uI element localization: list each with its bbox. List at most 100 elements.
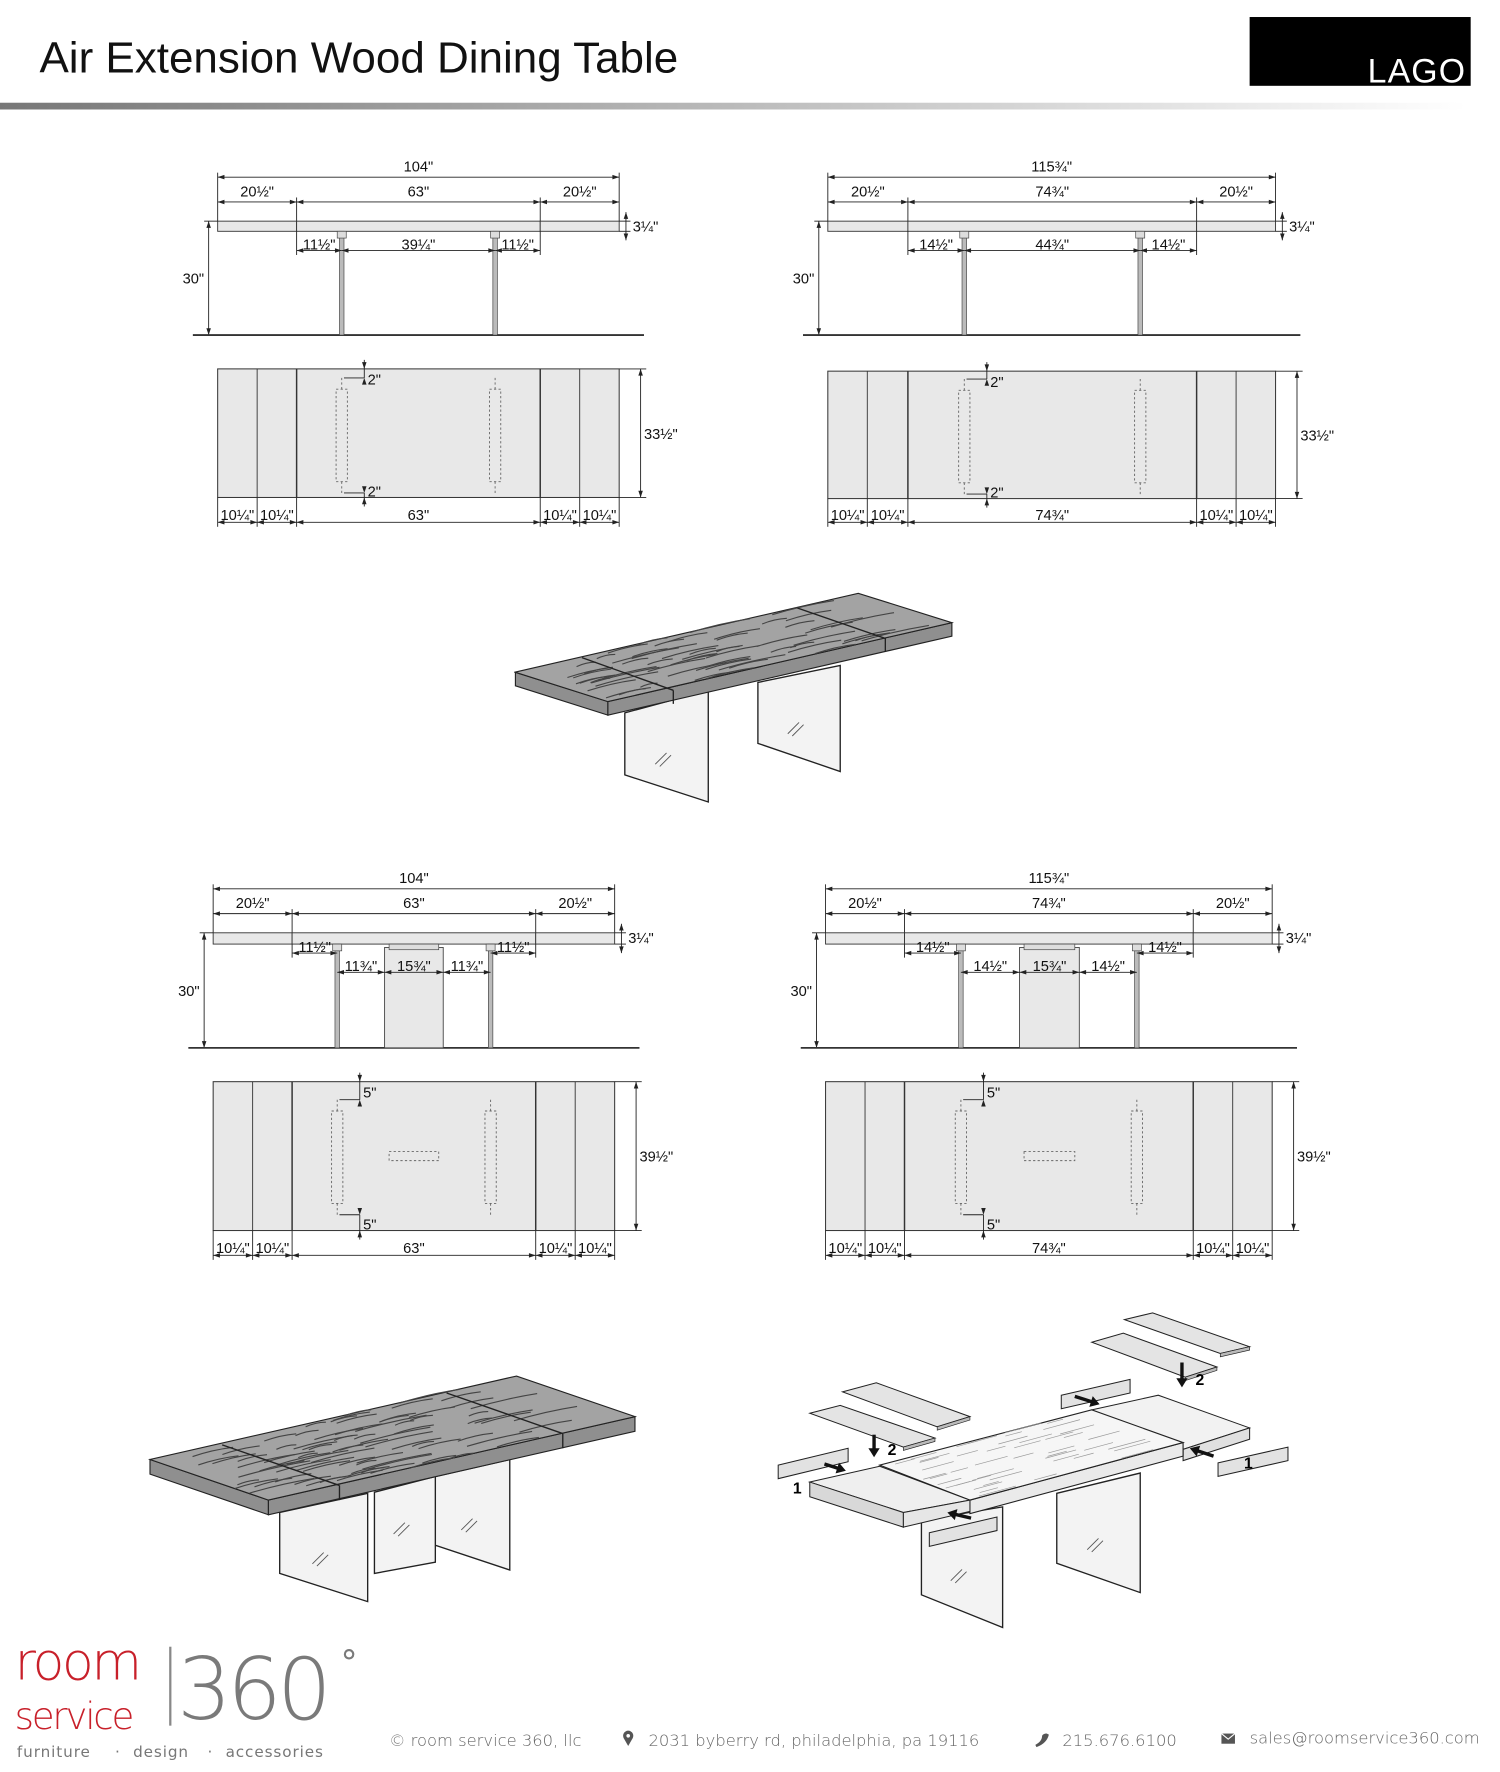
arrowhead [623, 233, 629, 241]
dimension-label: 74¾" [1032, 1241, 1066, 1257]
glass-leg [1134, 943, 1140, 1049]
dimension-label: 39¼" [402, 237, 436, 253]
arrowhead [245, 1253, 253, 1258]
arrowhead [252, 1253, 260, 1258]
wood-grain [295, 1429, 319, 1437]
assembly-arrow-head [1189, 1445, 1201, 1457]
wood-grain [1047, 1418, 1064, 1424]
wood-grain [596, 653, 616, 660]
arrowhead [213, 1253, 220, 1258]
wood-grain [922, 1461, 954, 1471]
tagline-design: design [133, 1743, 189, 1761]
glass-reflection [312, 1552, 325, 1565]
wood-grain [298, 1452, 318, 1459]
wood-grain [647, 658, 673, 666]
wood-grain [399, 1388, 460, 1404]
wood-grain [955, 1479, 977, 1486]
wood-grain [468, 1410, 489, 1417]
wood-grain [295, 1456, 355, 1472]
wood-grain [276, 1444, 297, 1450]
wood-grain [919, 1457, 939, 1463]
glass-leg [958, 943, 964, 1049]
arrowhead [1186, 1253, 1194, 1258]
wood-grain [308, 1443, 332, 1451]
dimension-label: 10¼" [871, 508, 905, 524]
wood-grain [1121, 1449, 1154, 1459]
arrowhead [984, 487, 990, 495]
wood-grain [338, 1456, 376, 1466]
dimension-label: 39½" [1297, 1150, 1331, 1166]
email-link[interactable]: sales@roomservice360.com [1250, 1729, 1480, 1748]
arrowhead [540, 520, 547, 525]
arrowhead [907, 520, 915, 525]
glass-reflection [393, 1522, 406, 1535]
dimension-label: 11½" [501, 237, 534, 253]
header-divider [0, 102, 1467, 110]
tabletop-plan [825, 1081, 1273, 1232]
wood-grain [977, 1468, 1014, 1479]
arrowhead [814, 1041, 819, 1048]
wood-grain [411, 1440, 435, 1447]
wood-grain [1084, 1442, 1114, 1451]
arrowhead [1189, 520, 1197, 525]
wood-grain [470, 1393, 538, 1410]
arrowhead [357, 1207, 363, 1215]
wood-grain [979, 1487, 998, 1493]
dimension-label: 10¼" [539, 1241, 573, 1257]
arrowhead [533, 248, 541, 253]
arrowhead [1265, 886, 1273, 892]
arrowhead [1136, 950, 1144, 956]
wood-grain [496, 1436, 539, 1448]
arrowhead [904, 1253, 912, 1258]
arrowhead [1012, 970, 1020, 975]
wood-grain [1013, 1452, 1034, 1459]
leg-bracket [332, 943, 343, 952]
arrowhead [897, 911, 905, 916]
phone-number[interactable]: 215.676.6100 [1062, 1731, 1176, 1750]
side-rail [1060, 1378, 1131, 1410]
wood-grain [237, 1454, 268, 1462]
extension-frame-left-edge [902, 1499, 971, 1528]
arrowhead [1268, 199, 1276, 205]
wood-grain [1004, 1422, 1042, 1434]
arrowhead [341, 248, 349, 253]
wood-grain [668, 632, 708, 643]
wood-grain [929, 1473, 948, 1479]
dimension-label: 30" [793, 272, 815, 288]
arrowhead [257, 520, 264, 525]
arrowhead [436, 970, 444, 975]
dimension-label: 3¼" [1286, 931, 1312, 947]
wood-grain [249, 1477, 315, 1494]
wood-grain [1045, 1431, 1074, 1440]
step-2-label: 2 [888, 1442, 897, 1459]
wood-grain [772, 599, 834, 616]
arrowhead [827, 199, 835, 205]
tagline-separator: · [208, 1743, 214, 1761]
arrowhead [1189, 199, 1197, 205]
wood-grain [861, 624, 929, 642]
wood-grain [640, 682, 658, 688]
arrowhead [1133, 248, 1141, 253]
wood-grain [276, 1459, 331, 1473]
arrowhead [1265, 1253, 1273, 1258]
assembly-arrow-head [868, 1448, 880, 1458]
dimension-label: 104" [399, 871, 429, 887]
wood-grain [713, 628, 761, 640]
arrowhead [384, 970, 392, 975]
wood-grain [937, 1477, 962, 1485]
arrowhead [528, 1253, 536, 1258]
dimension-label: 3¼" [1289, 219, 1315, 235]
arrowhead [904, 911, 912, 916]
wood-grain [418, 1438, 461, 1450]
wood-grain [986, 1445, 1006, 1452]
step-1-label: 1 [793, 1480, 802, 1497]
arrowhead [1186, 911, 1194, 916]
arrowhead [827, 520, 835, 525]
side-elevation: 104"20½"63"20½"3¼"30"11½"39¼"11½" [183, 160, 658, 336]
wood-grain [1014, 1440, 1041, 1449]
arrowhead [217, 520, 225, 525]
wood-grain [706, 667, 754, 680]
panel-bracket [1023, 943, 1076, 951]
wood-grain [682, 644, 743, 660]
